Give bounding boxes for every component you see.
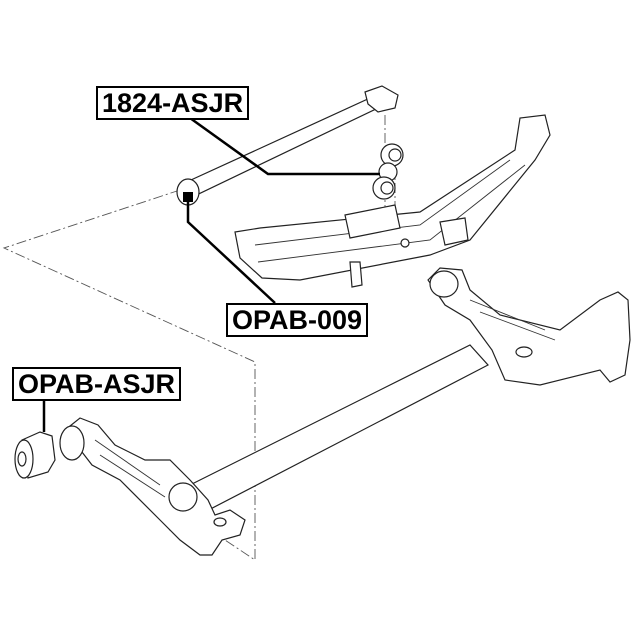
part-label-opab-asjr: OPAB-ASJR	[12, 367, 182, 401]
part-label-1824-asjr: 1824-ASJR	[96, 86, 250, 120]
rear-axle-beam	[59, 267, 631, 556]
lateral-rod	[176, 85, 399, 206]
link-bushing-stack	[372, 143, 404, 200]
part-label-opab-009: OPAB-009	[226, 303, 369, 337]
trailing-arm-bushing	[14, 431, 56, 479]
leader-line-opab-009	[186, 202, 276, 304]
upper-subframe	[234, 114, 551, 288]
leader-line-1824-asjr	[189, 116, 380, 176]
